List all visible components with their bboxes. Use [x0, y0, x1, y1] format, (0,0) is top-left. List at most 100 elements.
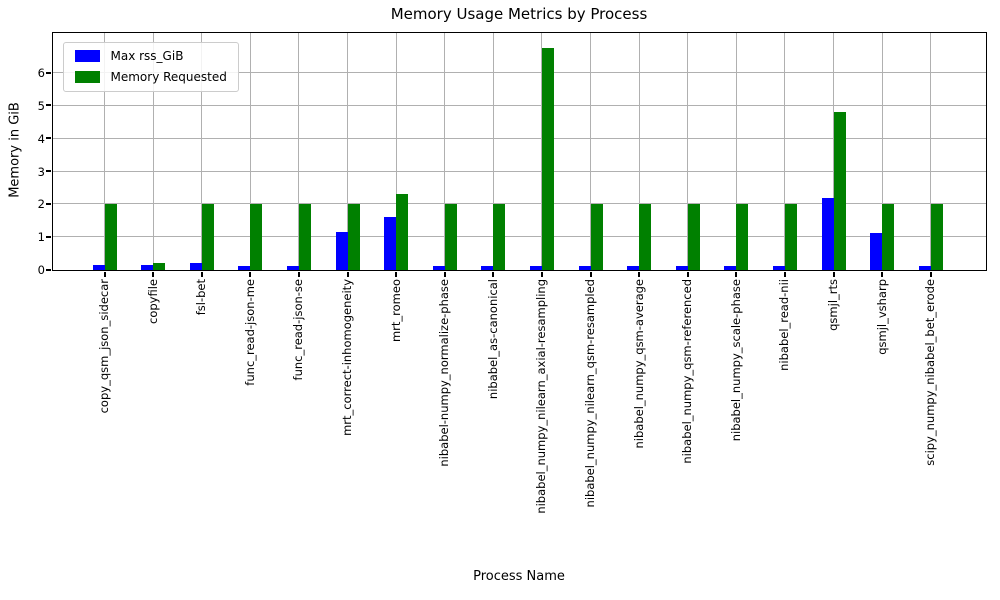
y-tick-mark [45, 137, 51, 140]
x-tick-label-qsmjl-rts: qsmjl_rts [826, 279, 840, 331]
bar-memory-requested-fsl-bet [201, 203, 214, 270]
gridline-vertical [735, 32, 737, 270]
legend: Max rss_GiB Memory Requested [62, 41, 239, 92]
legend-swatch-max-rss-gib [74, 50, 100, 62]
bar-memory-requested-nibabel-numpy-qsm-average [639, 203, 652, 270]
x-tick-mark [346, 271, 349, 277]
x-tick-label-copy-qsm-json-sidecar: copy_qsm_json_sidecar [97, 279, 111, 414]
gridline-horizontal [52, 170, 986, 172]
x-tick-label-nibabel-numpy-qsm-average: nibabel_numpy_qsm-average [631, 279, 646, 449]
bar-max-rss-gib-nibabel-numpy-nilearn-axial-resampling [529, 265, 542, 270]
bar-max-rss-gib-nibabel-numpy-qsm-average [627, 265, 640, 270]
gridline-vertical [347, 32, 348, 270]
x-tick-label-nibabel-as-canonical: nibabel_as-canonical [485, 279, 500, 400]
x-tick-label-func-read-json-me: func_read-json-me [242, 279, 257, 386]
x-tick-label-nibabel-numpy-qsm-referenced: nibabel_numpy_qsm-referenced [680, 279, 695, 464]
bar-max-rss-gib-fsl-bet [189, 262, 202, 270]
x-tick-mark [832, 271, 835, 277]
bar-memory-requested-copyfile [153, 262, 166, 270]
y-tick-label: 4 [37, 131, 45, 146]
bar-memory-requested-scipy-numpy-nibabel-bet-erode [930, 203, 943, 270]
bar-memory-requested-nibabel-read-nii [784, 203, 797, 270]
bar-memory-requested-mrt-correct-inhomogeneity [347, 203, 360, 270]
gridline-vertical [687, 32, 689, 270]
x-tick-label-nibabel-numpy-nilearn-qsm-resampled: nibabel_numpy_nilearn_qsm-resampled [583, 279, 597, 508]
x-axis-label: Process Name [473, 569, 565, 584]
bar-max-rss-gib-nibabel-numpy-normalize-phase [432, 265, 445, 270]
x-tick-mark [638, 271, 641, 277]
x-tick-label-mrt-correct-inhomogeneity: mrt_correct-inhomogeneity [340, 279, 354, 436]
y-tick-label: 3 [37, 164, 45, 179]
gridline-vertical [492, 32, 494, 270]
x-tick-label-mrt-romeo: mrt_romeo [388, 279, 403, 343]
x-tick-label-nibabel-read-nii: nibabel_read-nii [777, 279, 792, 371]
x-tick-mark [881, 271, 884, 277]
legend-label-max-rss-gib: Max rss_GiB [110, 48, 184, 63]
gridline-horizontal [52, 236, 986, 238]
bar-max-rss-gib-nibabel-numpy-qsm-referenced [675, 265, 688, 270]
y-tick-label: 1 [37, 230, 45, 245]
x-tick-label-qsmjl-vsharp: qsmjl_vsharp [874, 279, 889, 355]
x-tick-mark [152, 271, 155, 277]
legend-item-max-rss-gib: Max rss_GiB [74, 48, 227, 63]
y-tick-mark [45, 104, 51, 107]
x-tick-mark [735, 271, 738, 277]
bar-max-rss-gib-func-read-json-me [238, 265, 251, 270]
bar-max-rss-gib-mrt-romeo [384, 216, 397, 270]
legend-swatch-memory-requested [74, 71, 100, 83]
x-tick-label-copyfile: copyfile [145, 279, 160, 324]
x-tick-label-fsl-bet: fsl-bet [194, 279, 209, 316]
x-tick-mark [443, 271, 446, 277]
bar-memory-requested-mrt-romeo [396, 194, 409, 270]
y-tick-mark [45, 202, 51, 205]
bar-memory-requested-nibabel-numpy-scale-phase [736, 203, 749, 270]
gridline-vertical [298, 32, 300, 270]
legend-item-memory-requested: Memory Requested [74, 70, 227, 84]
bar-memory-requested-func-read-json-me [250, 203, 263, 270]
x-tick-label-nibabel-numpy-normalize-phase: nibabel-numpy_normalize-phase [437, 279, 452, 467]
gridline-horizontal [52, 203, 986, 205]
bar-max-rss-gib-copyfile [141, 265, 154, 270]
y-tick-mark [45, 170, 51, 173]
bar-memory-requested-nibabel-as-canonical [493, 203, 506, 270]
y-tick-mark [45, 71, 51, 74]
gridline-horizontal [52, 104, 986, 106]
x-tick-label-nibabel-numpy-scale-phase: nibabel_numpy_scale-phase [728, 279, 743, 442]
x-tick-mark [492, 271, 495, 277]
bar-max-rss-gib-qsmjl-vsharp [870, 233, 883, 270]
gridline-vertical [444, 32, 446, 270]
gridline-vertical [930, 32, 932, 270]
y-tick-label: 2 [37, 197, 45, 212]
plot-area: Max rss_GiB Memory Requested [45, 31, 987, 277]
bar-max-rss-gib-nibabel-read-nii [772, 265, 785, 270]
y-tick-mark [45, 235, 51, 238]
gridline-vertical [201, 32, 203, 270]
x-tick-label-scipy-numpy-nibabel-bet-erode: scipy_numpy_nibabel_bet_erode [923, 279, 938, 466]
gridline-vertical [881, 32, 883, 270]
bar-memory-requested-nibabel-numpy-nilearn-qsm-resampled [590, 203, 603, 270]
y-tick-label: 5 [37, 98, 45, 113]
chart-title: Memory Usage Metrics by Process [390, 5, 648, 23]
bar-memory-requested-qsmjl-rts [833, 111, 846, 270]
x-tick-mark [929, 271, 932, 277]
bar-max-rss-gib-scipy-numpy-nibabel-bet-erode [918, 265, 931, 270]
y-tick-label: 6 [37, 66, 45, 81]
x-tick-mark [249, 271, 252, 277]
gridline-vertical [395, 32, 397, 270]
bar-memory-requested-func-read-json-se [298, 203, 311, 270]
x-tick-mark [395, 271, 398, 277]
bar-max-rss-gib-nibabel-as-canonical [481, 265, 494, 270]
y-tick-mark [45, 268, 51, 271]
gridline-vertical [104, 32, 105, 270]
y-tick-label: 0 [37, 263, 45, 277]
gridline-horizontal [52, 137, 986, 139]
gridline-horizontal [52, 72, 986, 74]
x-tick-mark [686, 271, 689, 277]
bar-memory-requested-qsmjl-vsharp [882, 203, 895, 270]
gridline-vertical [249, 32, 251, 270]
gridline-vertical [590, 32, 591, 270]
bar-memory-requested-copy-qsm-json-sidecar [104, 203, 117, 270]
gridline-vertical [638, 32, 640, 270]
bar-max-rss-gib-func-read-json-se [286, 265, 299, 270]
